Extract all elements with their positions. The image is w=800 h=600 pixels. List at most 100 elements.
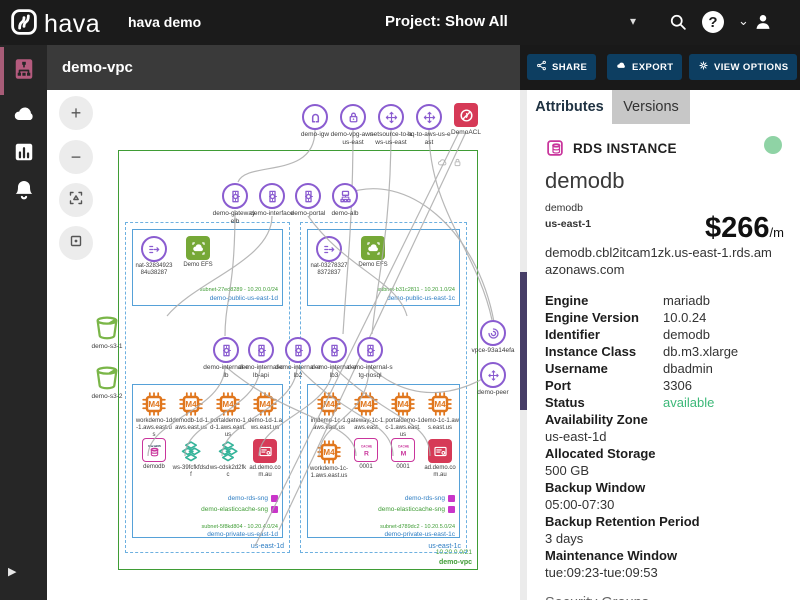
node-certificate[interactable]: ad.demo.com.au <box>246 439 284 479</box>
node-nat-instance[interactable]: nat-3283492384u38287 <box>135 236 173 277</box>
attributes-panel: Attributes Versions RDS INSTANCE demodb … <box>527 90 800 600</box>
cross-arrows-icon <box>416 104 442 130</box>
panel-scrollbar-thumb[interactable] <box>520 272 527 410</box>
node-certificate[interactable]: ad.demo.com.au <box>421 439 459 479</box>
node-network-acl[interactable]: DemoACL <box>443 103 489 137</box>
sidebar-expand-icon[interactable]: ▶ <box>8 566 17 578</box>
node-peering-connection[interactable]: demo-peer <box>470 362 516 397</box>
efs-icon <box>361 236 385 260</box>
user-icon[interactable] <box>753 12 773 32</box>
node-s3-bucket[interactable]: demo-s3-1 <box>79 312 135 351</box>
node-s3-bucket[interactable]: demo-s3-2 <box>79 362 135 401</box>
svg-text:M4: M4 <box>259 400 271 409</box>
security-group-icon <box>271 495 278 502</box>
zoom-out-button[interactable]: − <box>59 140 93 174</box>
node-rds-mariadb[interactable]: MariaDB demodb <box>135 438 173 471</box>
subnet-id: subnet-b31c2811 - 10.20.1.0/24 <box>377 287 455 293</box>
security-group-rds[interactable]: demo-rds-sng <box>315 495 455 502</box>
sidebar-item-environments[interactable] <box>0 45 47 97</box>
availability-zone[interactable]: us-east-1c nat-032783278372837 Demo EFS … <box>300 222 467 553</box>
load-balancer-icon <box>321 337 347 363</box>
gear-icon <box>698 60 709 74</box>
status-indicator <box>764 136 782 154</box>
private-subnet[interactable]: M4 intdemo-1c-1.aws.east.us M4 gateway-1… <box>307 384 460 538</box>
search-icon[interactable] <box>668 12 688 32</box>
node-alb[interactable]: demo-alb <box>322 183 368 218</box>
ec2-m4-icon: M4 <box>177 390 205 418</box>
tab-versions[interactable]: Versions <box>612 90 690 124</box>
nat-icon <box>141 236 167 262</box>
node-stack[interactable]: ws-cdsk2d2fkc <box>209 438 247 479</box>
panel-scrollbar[interactable] <box>520 90 527 600</box>
node-internal-elb[interactable]: demo-internal-stg-nosql <box>347 337 393 379</box>
sidebar-item-alerts[interactable] <box>0 173 47 211</box>
vpc-endpoint-icon <box>480 320 506 346</box>
project-selector[interactable]: Project: Show All <box>385 13 508 30</box>
node-ec2-instance[interactable]: M4 intdemo-1c-1.aws.east.us <box>310 390 348 432</box>
workspace-title: hava demo <box>128 14 202 30</box>
node-stack[interactable]: ws-39fcfkfdsdf <box>172 438 210 479</box>
node-ec2-instance[interactable]: M4 workdemo-1c-1.aws.east.us <box>310 438 348 480</box>
node-efs[interactable]: Demo EFS <box>179 236 217 269</box>
zoom-in-button[interactable]: + <box>59 96 93 130</box>
brand-name: hava <box>44 10 101 38</box>
node-ec2-instance[interactable]: M4 gateway-1c-1.aws.east <box>347 390 385 432</box>
load-balancer-icon <box>285 337 311 363</box>
node-ec2-instance[interactable]: M4 workdemo-1d-1.aws.east.us <box>135 390 173 439</box>
svg-text:M4: M4 <box>148 400 160 409</box>
sidebar-item-stats[interactable] <box>0 135 47 173</box>
attr-value-status: available <box>663 395 715 410</box>
security-group-icon <box>448 506 455 513</box>
ec2-m4-icon: M4 <box>352 390 380 418</box>
diagram-document-icon <box>12 57 36 86</box>
hava-logo[interactable]: hava <box>10 8 100 41</box>
user-menu-caret-icon[interactable]: ⌄ <box>738 13 749 28</box>
export-button[interactable]: EXPORT <box>607 54 683 80</box>
network-acl-icon <box>454 103 478 127</box>
node-nat-instance[interactable]: nat-032783278372837 <box>310 236 348 277</box>
node-ec2-instance[interactable]: M4 portaldemo-1d-1.aws.east.us <box>209 390 247 439</box>
subnet-id: subnet-27ed8289 - 10.20.0.0/24 <box>199 287 278 293</box>
fit-view-icon <box>68 190 84 211</box>
svg-text:M4: M4 <box>323 400 335 409</box>
view-options-button[interactable]: VIEW OPTIONS <box>689 54 798 80</box>
node-efs[interactable]: Demo EFS <box>354 236 392 269</box>
public-subnet[interactable]: nat-3283492384u38287 Demo EFS subnet-27e… <box>132 229 283 306</box>
bar-chart-icon <box>12 140 36 169</box>
node-vpc-endpoint[interactable]: vpce-93a14efa <box>470 320 516 355</box>
availability-zone[interactable]: us-east-1d nat-3283492384u38287 Demo EFS… <box>125 222 290 553</box>
sidebar-item-cloud-sources[interactable] <box>0 97 47 135</box>
help-icon[interactable]: ? <box>702 11 724 33</box>
security-group-rds[interactable]: demo-rds-sng <box>138 495 278 502</box>
security-group-cache[interactable]: demo-elasticcache-sng <box>138 506 278 513</box>
svg-text:MariaDB: MariaDB <box>148 443 161 447</box>
svg-text:M4: M4 <box>397 400 409 409</box>
private-subnet[interactable]: M4 workdemo-1d-1.aws.east.us M4 demodb-1… <box>132 384 283 538</box>
fit-view-button[interactable] <box>59 183 93 217</box>
node-ec2-instance[interactable]: M4 demo-1c-1.aws.east.us <box>421 390 459 432</box>
load-balancer-icon <box>357 337 383 363</box>
diagram-title: demo-vpc <box>62 59 133 76</box>
center-view-button[interactable] <box>59 226 93 260</box>
node-ec2-instance[interactable]: M4 demodb-1d-1.aws.east.us <box>172 390 210 432</box>
efs-icon <box>186 236 210 260</box>
diagram-title-bar: demo-vpc <box>47 45 520 90</box>
load-balancer-icon <box>248 337 274 363</box>
public-subnet[interactable]: nat-032783278372837 Demo EFS subnet-b31c… <box>307 229 460 306</box>
diagram-canvas[interactable]: + − demo-s3-1 demo-s3-2 demo-igw demo-vp… <box>47 90 520 600</box>
node-ec2-instance[interactable]: M4 demo-1d-1.aws.east.us <box>246 390 284 432</box>
chevron-down-icon[interactable]: ▾ <box>630 14 637 28</box>
node-ec2-instance[interactable]: M4 portaldemo-1c-1.aws.east.us <box>384 390 422 439</box>
share-button[interactable]: SHARE <box>527 54 597 80</box>
tab-attributes[interactable]: Attributes <box>527 90 612 124</box>
security-group-cache[interactable]: demo-elasticcache-sng <box>315 506 455 513</box>
